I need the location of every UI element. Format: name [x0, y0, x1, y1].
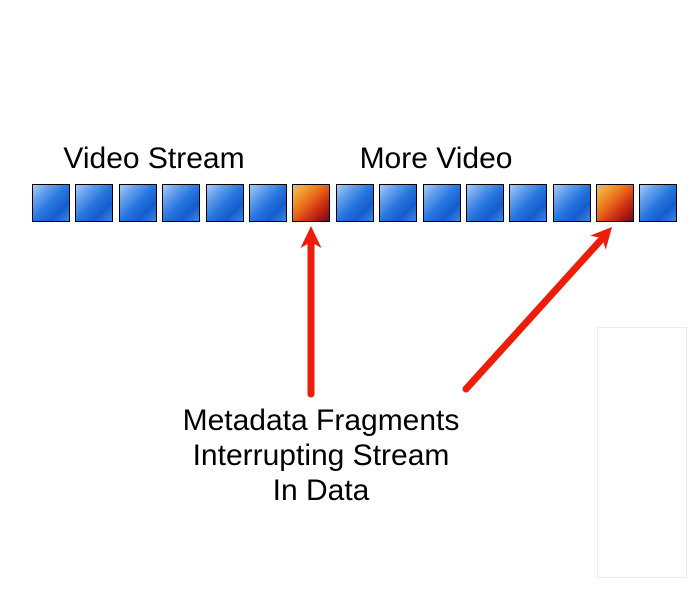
video-stream-label: Video Stream [63, 142, 245, 175]
video-block [552, 184, 591, 222]
arrow-to-second-metadata-block [462, 227, 612, 393]
empty-placeholder-box [597, 327, 687, 578]
video-block [248, 184, 287, 222]
video-block [509, 184, 548, 222]
caption-line-1: Metadata Fragments [182, 404, 460, 437]
caption-line-2: Interrupting Stream [192, 439, 450, 472]
video-block [162, 184, 201, 222]
more-video-label: More Video [359, 142, 513, 175]
video-block [335, 184, 374, 222]
video-block [75, 184, 114, 222]
video-block [465, 184, 504, 222]
arrow-to-first-metadata-block [300, 226, 322, 398]
metadata-block [292, 184, 331, 222]
video-block [118, 184, 157, 222]
video-block [205, 184, 244, 222]
video-block [422, 184, 461, 222]
caption-line-3: In Data [272, 474, 370, 507]
video-block [379, 184, 418, 222]
caption: Metadata Fragments Interrupting Stream I… [135, 403, 507, 508]
video-block [32, 184, 70, 222]
video-block [639, 184, 678, 222]
stream-row [32, 184, 678, 222]
metadata-block [596, 184, 635, 222]
